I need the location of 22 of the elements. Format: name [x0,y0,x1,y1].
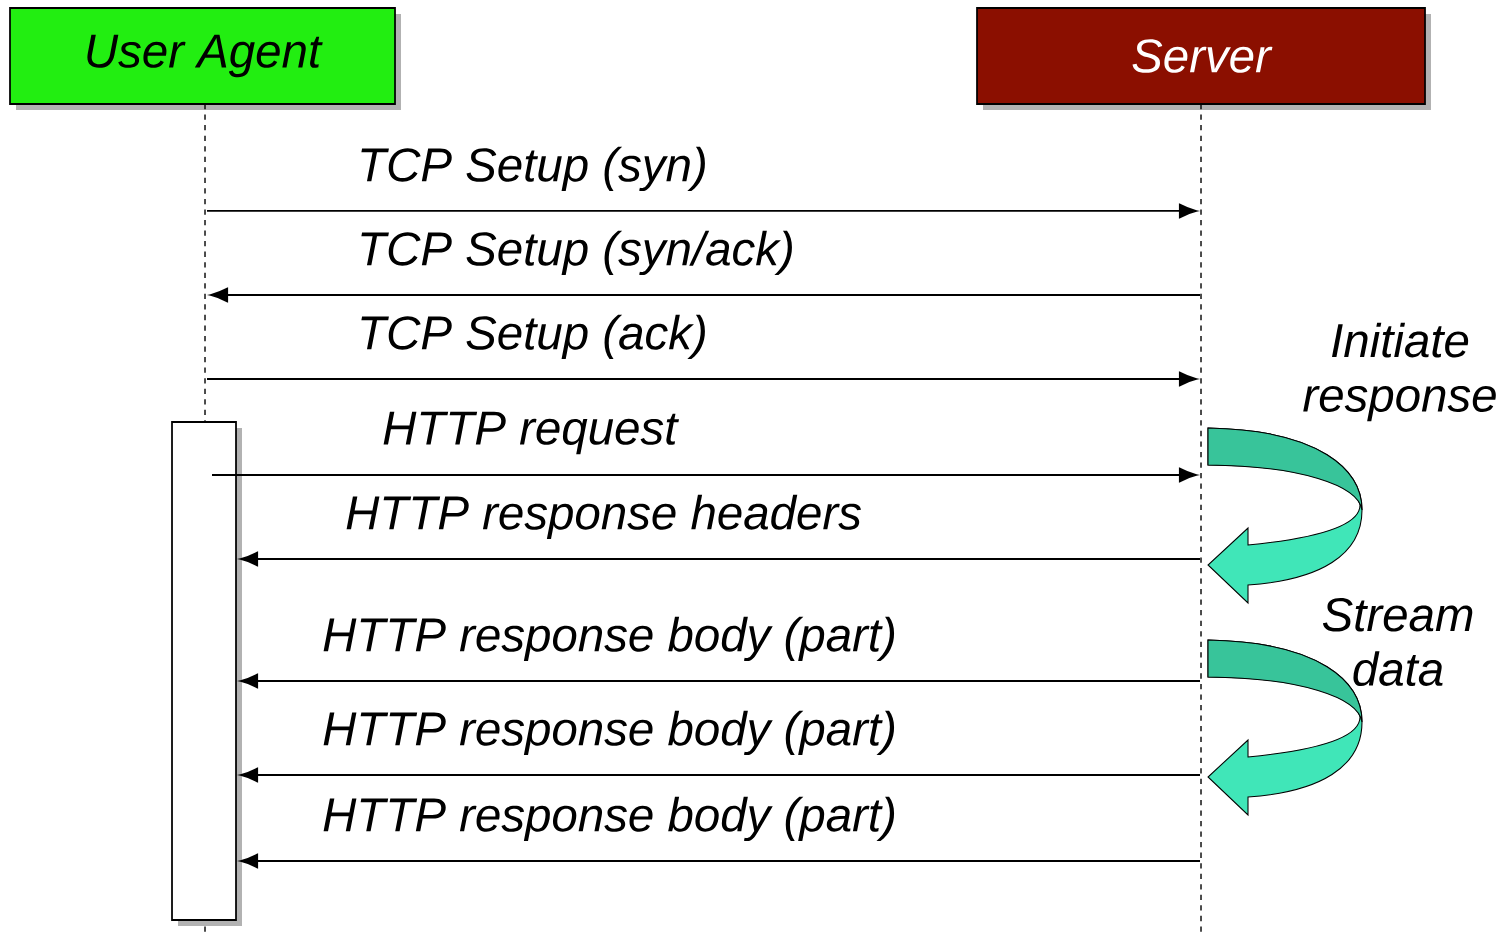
message-arrow [206,203,1198,219]
lifeline [1200,103,1202,934]
activation-bar [171,421,242,926]
message-label: TCP Setup (ack) [361,314,705,360]
annotation-text: Stream data [1322,597,1473,687]
message-label: HTTP response body (part) [323,796,895,842]
message-label: HTTP response body (part) [323,616,895,662]
message-label: HTTP response body (part) [323,710,895,756]
message-arrow [239,853,1201,869]
annotation-text: Initiate response [1303,322,1496,422]
message-label: HTTP request [383,411,679,455]
message-arrow [209,287,1201,303]
message-label: TCP Setup (syn/ack) [361,230,792,276]
message-arrow [239,551,1201,567]
message-arrow [211,467,1198,483]
participant-box: Server [976,7,1431,110]
participant-box: User Agent [9,7,401,110]
message-label: HTTP response headers [346,494,861,540]
message-arrow [206,371,1198,387]
message-arrow [239,767,1201,783]
message-label: TCP Setup (syn) [361,146,705,192]
message-arrow [239,673,1201,689]
